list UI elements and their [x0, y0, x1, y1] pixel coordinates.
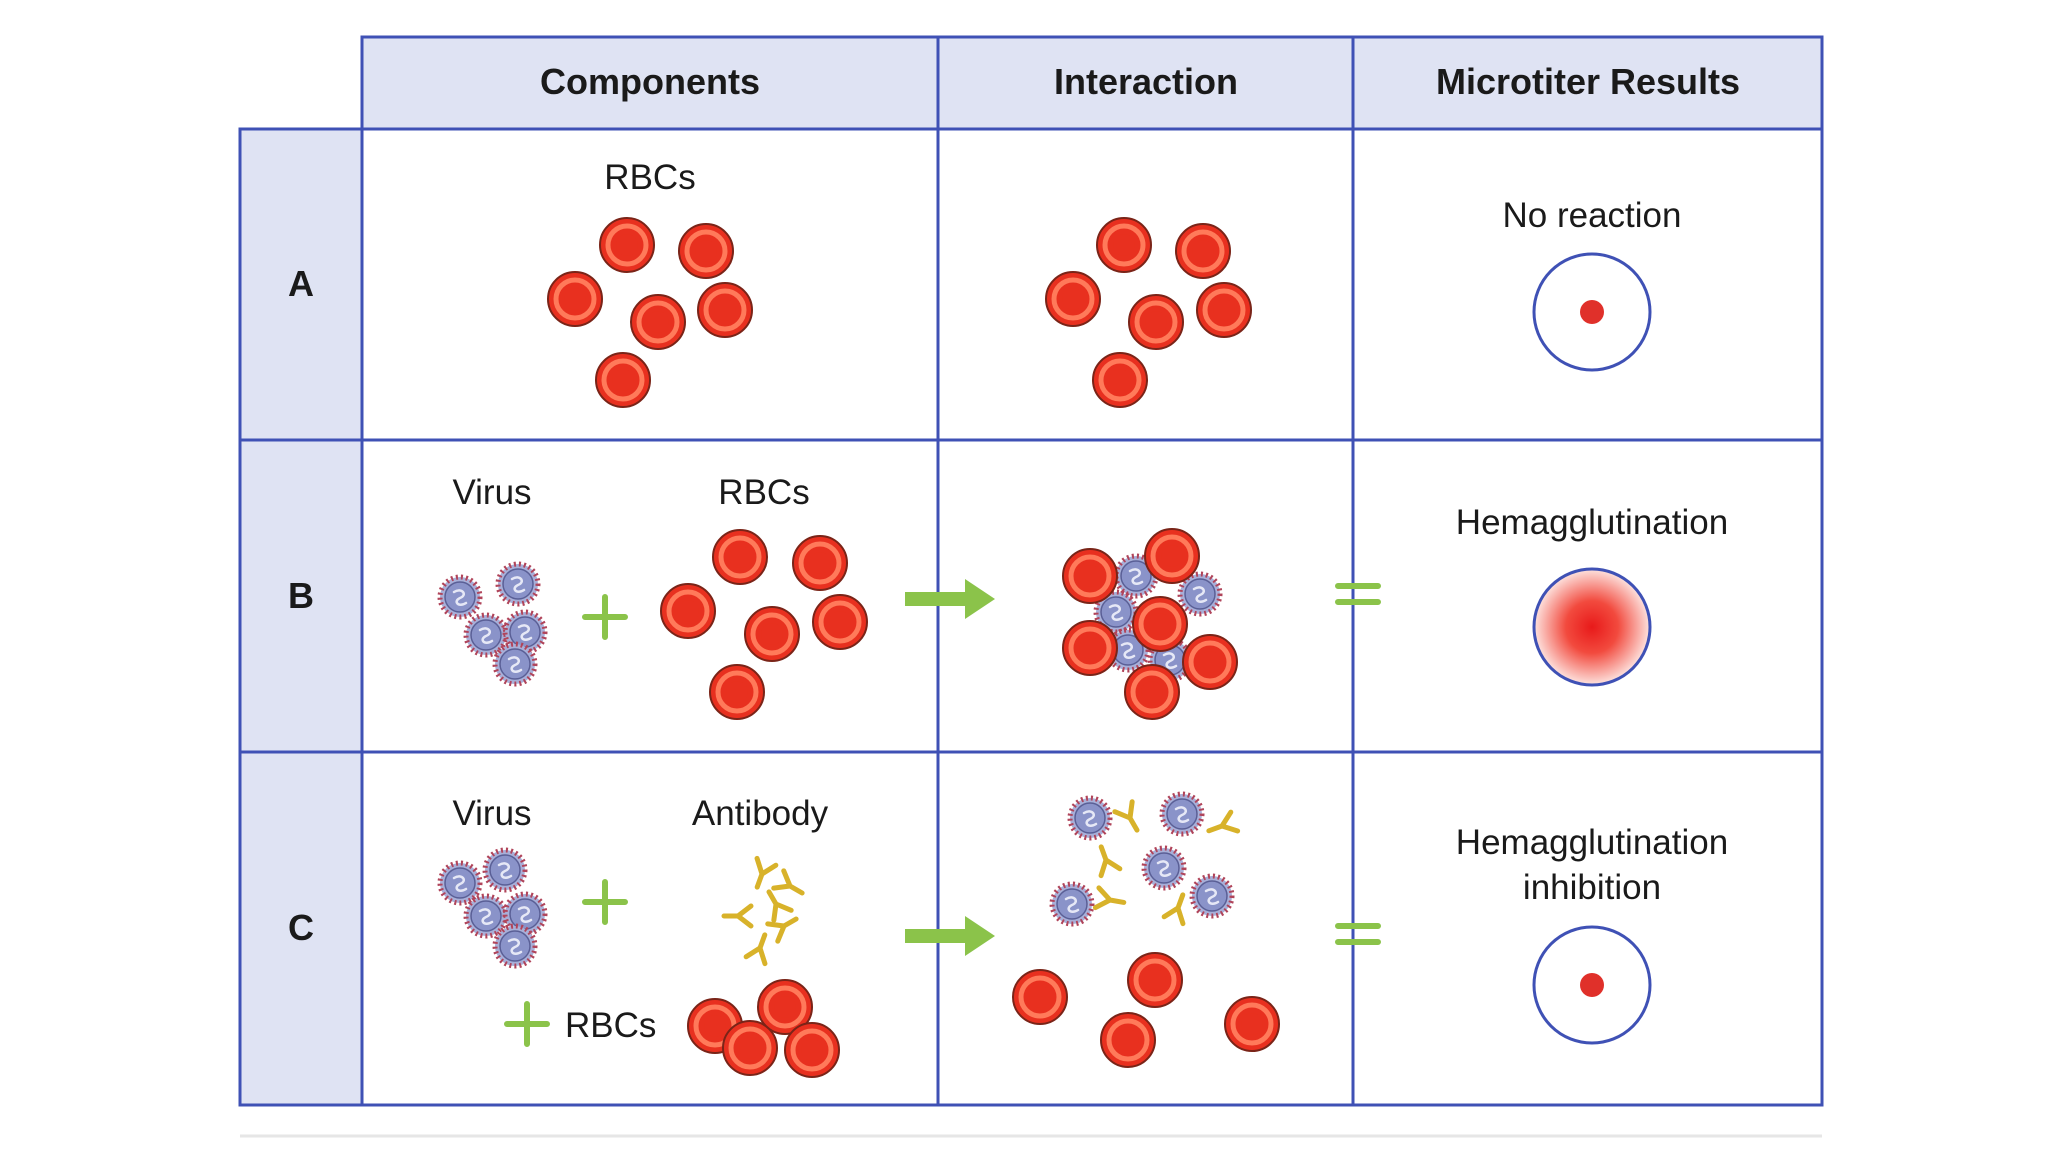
body-frame: [238, 127, 1824, 1107]
label-virus: Virus: [452, 473, 531, 512]
microtiter-well: [1532, 567, 1652, 687]
rbc-button-dot: [1580, 973, 1604, 997]
label-rbcs: RBCs: [565, 1006, 656, 1045]
row-c-result: Hemagglutination inhibition: [1456, 823, 1728, 1045]
header-results: Microtiter Results: [1436, 61, 1740, 102]
header-interaction: Interaction: [1054, 61, 1238, 102]
rbc-cluster: [661, 530, 867, 719]
plus-icon: [585, 597, 625, 637]
row-b-interaction: [1063, 529, 1237, 719]
antibody-cluster: [724, 858, 807, 963]
rbc-button-dot: [1580, 300, 1604, 324]
result-label-line2: inhibition: [1523, 868, 1661, 907]
rbc-cluster: [548, 218, 752, 407]
header-components: Components: [540, 61, 760, 102]
row-a-components: RBCs: [548, 158, 752, 407]
result-label-no-reaction: No reaction: [1503, 196, 1682, 235]
agglutinated-cluster: [1063, 529, 1237, 719]
rbc-cluster: [1046, 218, 1251, 407]
result-label-hemagglutination: Hemagglutination: [1456, 503, 1728, 542]
rbc-cluster: [1013, 953, 1279, 1067]
virus-cluster: [440, 850, 545, 966]
plus-icon: [585, 882, 625, 922]
label-virus: Virus: [452, 794, 531, 833]
virus-antibody-complexes: [1052, 794, 1238, 924]
row-b-result: Hemagglutination: [1456, 503, 1728, 687]
row-b-components: Virus RBCs: [440, 473, 995, 719]
label-antibody: Antibody: [692, 794, 829, 833]
row-a-result: No reaction: [1503, 196, 1682, 372]
plus-icon: [507, 1004, 547, 1044]
rbc-cluster: [688, 980, 839, 1077]
row-label-b: B: [288, 575, 314, 616]
row-a-interaction: [1046, 218, 1251, 407]
label-rbcs: RBCs: [604, 158, 695, 197]
result-label-line1: Hemagglutination: [1456, 823, 1728, 862]
virus-cluster: [440, 564, 545, 684]
microtiter-well: [1532, 252, 1652, 372]
row-label-a: A: [288, 263, 314, 304]
equals-icon: [1338, 926, 1378, 942]
row-c-interaction: [1013, 794, 1279, 1067]
label-rbcs: RBCs: [718, 473, 809, 512]
row-label-c: C: [288, 907, 314, 948]
arrow-icon: [905, 916, 995, 956]
table-grid: [238, 35, 1824, 1138]
arrow-icon: [905, 579, 995, 619]
microtiter-well: [1532, 925, 1652, 1045]
equals-icon: [1338, 586, 1378, 602]
row-label-band: [240, 129, 362, 1105]
header-band: [362, 37, 1822, 129]
row-c-components: Virus Antibody RBCs: [440, 794, 995, 1077]
